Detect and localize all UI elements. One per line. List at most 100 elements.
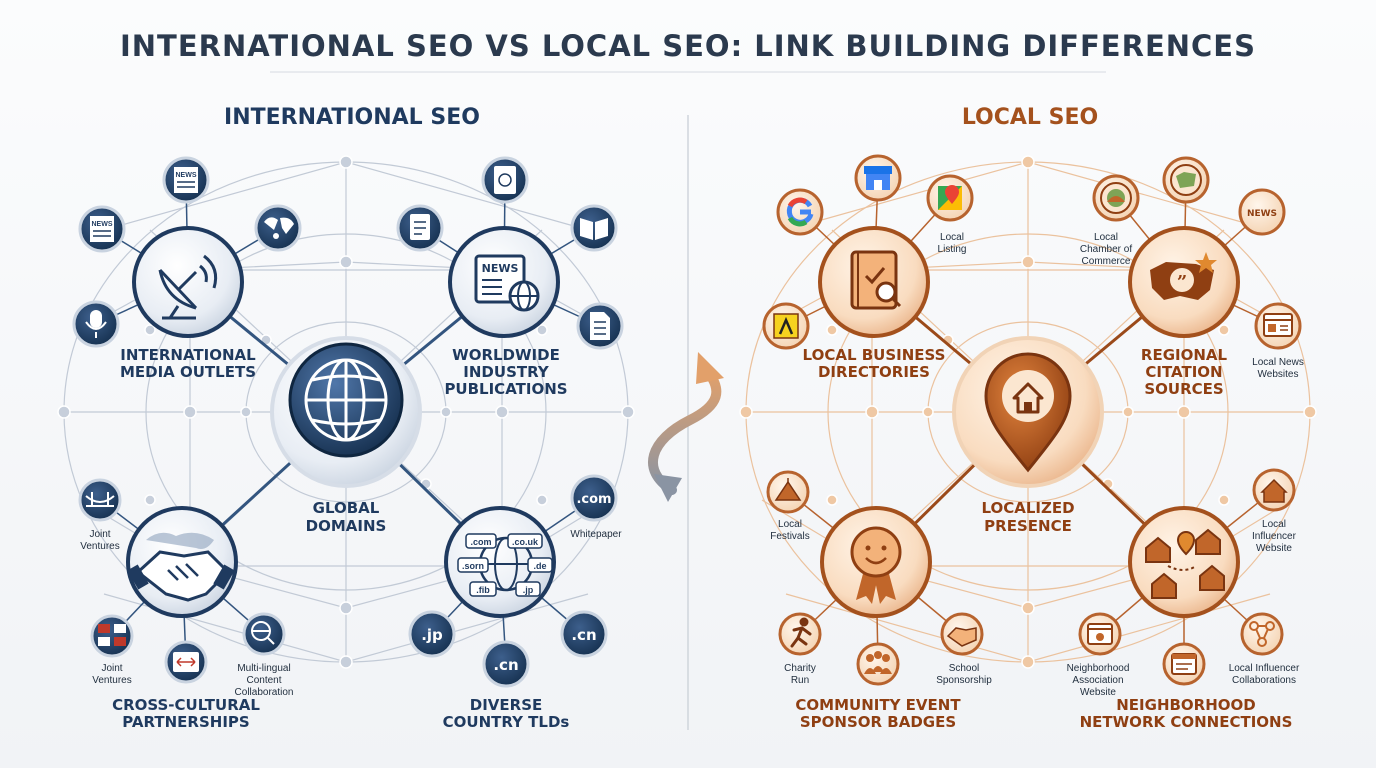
intl-sat-microphone[interactable] (72, 300, 120, 348)
international-mesh-nodes (57, 155, 635, 669)
international-heading: INTERNATIONAL SEO (224, 105, 480, 130)
hub-cross-cultural-label-1: CROSS-CULTURAL (112, 696, 260, 714)
neighborhood-map-icon (1145, 528, 1225, 599)
local-sat-influencer-collab[interactable] (1240, 612, 1284, 656)
microphone-icon (85, 310, 107, 338)
local-sat-charity-label-2: Run (791, 675, 809, 686)
swap-arrow-icon (648, 352, 724, 502)
local-sat-school[interactable] (940, 612, 984, 656)
local-sat-calendar[interactable] (1162, 642, 1206, 686)
intl-sat-cn-right[interactable]: .cn (560, 610, 608, 658)
local-sat-chamber-label-2: Chamber of (1080, 244, 1132, 255)
page-title: INTERNATIONAL SEO VS LOCAL SEO: LINK BUI… (120, 29, 1256, 63)
local-sat-yellow-pages[interactable] (762, 302, 810, 350)
maps-pin-icon (938, 185, 962, 210)
hub-community-label-2: SPONSOR BADGES (800, 713, 956, 731)
runner-icon (790, 617, 812, 648)
people-network-icon (1249, 621, 1275, 647)
local-sat-browser-news[interactable] (1254, 302, 1302, 350)
intl-sat-flags-label-2: Ventures (92, 675, 131, 686)
local-sat-listing-label-1: Local (940, 232, 964, 243)
globe-icon (304, 358, 388, 442)
local-sat-influencer-label-1: Local (1262, 519, 1286, 530)
tld-label-jp: .jp (523, 585, 534, 595)
intl-sat-world-map[interactable] (254, 204, 302, 252)
local-sat-chamber-label-3: Commerce (1082, 256, 1131, 267)
svg-text:”: ” (1177, 272, 1187, 293)
intl-sat-book[interactable] (570, 204, 618, 252)
local-sat-state-seal[interactable] (1162, 156, 1210, 204)
intl-sat-whitepaper-label: Whitepaper (570, 529, 622, 540)
hub-local-directories[interactable] (818, 226, 930, 338)
intl-sat-flags[interactable] (90, 614, 134, 658)
local-sat-festival[interactable] (766, 470, 810, 514)
intl-sat-com[interactable]: .com (570, 474, 618, 522)
local-sat-people[interactable] (856, 642, 900, 686)
local-sat-listing-label-2: Listing (938, 244, 967, 255)
local-sat-news[interactable]: NEWS (1238, 188, 1286, 236)
handshake-icon (946, 627, 977, 647)
local-sat-school-label-2: Sponsorship (936, 675, 992, 686)
hub-neighborhood-label-2: NETWORK CONNECTIONS (1080, 713, 1293, 731)
handshake-icon (127, 532, 235, 602)
hub-country-tlds[interactable]: .com .co.uk .sorn .de .fib .jp (444, 506, 556, 618)
calendar-icon (1171, 653, 1197, 675)
local-sat-store[interactable] (854, 154, 902, 202)
smiley-badge-icon (850, 526, 902, 604)
festival-icon (774, 478, 802, 501)
intl-sat-certificate[interactable] (396, 204, 444, 252)
hub-tlds-label-2: COUNTRY TLDs (443, 713, 570, 731)
intl-sat-flags-label-1: Joint (101, 663, 122, 674)
hub-international-media[interactable] (132, 226, 244, 338)
local-sat-google[interactable] (776, 188, 824, 236)
intl-sat-bridge[interactable] (78, 478, 122, 522)
localized-presence-label-1: LOCALIZED (981, 499, 1074, 517)
intl-sat-passport[interactable] (481, 156, 529, 204)
yellow-pages-icon (773, 313, 799, 339)
local-sat-maps[interactable] (926, 174, 974, 222)
local-sat-charity-label-1: Charity (784, 663, 816, 674)
intl-sat-news-top[interactable]: NEWS (162, 156, 210, 204)
state-map-seal-icon (1170, 164, 1202, 196)
bridge-icon (85, 492, 115, 507)
hub-directories-label-1: LOCAL BUSINESS (803, 346, 946, 364)
hub-neighborhood-network[interactable] (1128, 506, 1240, 618)
tld-label-fib: .fib (476, 585, 490, 595)
local-sat-browser[interactable] (1078, 612, 1122, 656)
directory-book-icon (850, 250, 902, 310)
local-sat-collab-label-2: Collaborations (1232, 675, 1296, 686)
intl-sat-multilingual-label-3: Collaboration (235, 687, 294, 698)
intl-sat-document[interactable] (576, 302, 624, 350)
local-sat-chamber-label-1: Local (1094, 232, 1118, 243)
store-icon (864, 166, 892, 190)
hub-directories-label-2: DIRECTORIES (818, 363, 930, 381)
passport-icon (494, 166, 516, 194)
local-sat-association-label-3: Website (1080, 687, 1116, 698)
hub-neighborhood-label-1: NEIGHBORHOOD (1116, 696, 1256, 714)
intl-sat-multilingual-label-1: Multi-lingual (237, 663, 290, 674)
local-sat-association-label-2: Association (1072, 675, 1123, 686)
newspaper-globe-icon: NEWS (474, 254, 540, 312)
intl-sat-news-left[interactable]: NEWS (78, 205, 126, 253)
hub-regional-citations[interactable]: ” (1128, 226, 1240, 338)
local-sat-runner[interactable] (778, 612, 822, 656)
local-sat-chamber[interactable] (1092, 174, 1140, 222)
intl-sat-globe-search[interactable] (242, 612, 286, 656)
localized-presence-node[interactable] (952, 336, 1104, 488)
intl-sat-jp[interactable]: .jp (408, 610, 456, 658)
document-icon (590, 312, 610, 340)
certificate-icon (410, 214, 430, 240)
intl-sat-cn-bottom[interactable]: .cn (482, 640, 530, 688)
hub-community-badges[interactable] (820, 506, 932, 618)
chamber-seal-icon (1100, 182, 1132, 214)
hub-publications-label-3: PUBLICATIONS (444, 380, 567, 398)
hub-cross-cultural[interactable] (126, 506, 238, 618)
hub-worldwide-publications[interactable]: NEWS (448, 226, 560, 338)
localized-presence-label-2: PRESENCE (984, 517, 1072, 535)
global-domains-node[interactable] (270, 336, 422, 488)
intl-sat-arrows[interactable] (164, 640, 208, 684)
local-sat-house[interactable] (1252, 468, 1296, 512)
house-icon (1260, 478, 1288, 503)
browser-icon (1087, 623, 1113, 645)
